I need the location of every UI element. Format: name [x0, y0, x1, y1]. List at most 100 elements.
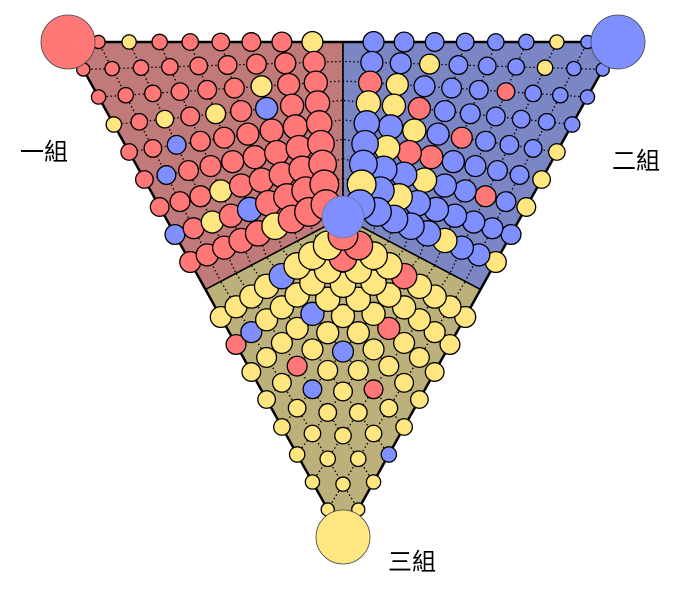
member-node-group-1 [225, 333, 247, 356]
grid-line [266, 256, 405, 428]
member-node-group-1 [199, 154, 222, 178]
group-hub-2 [590, 14, 646, 70]
member-node-group-3 [419, 53, 441, 75]
member-node-group-1 [264, 139, 290, 166]
grid-line [113, 99, 344, 126]
member-node-group-1 [474, 185, 497, 208]
center-node [321, 195, 365, 239]
member-node-group-1 [230, 99, 253, 123]
member-node-group-3 [532, 170, 552, 189]
member-node-group-2 [424, 32, 445, 52]
member-node-group-2 [566, 60, 582, 77]
member-node-group-1 [90, 89, 107, 105]
member-node-group-2 [254, 96, 279, 121]
member-node-group-3 [105, 116, 123, 133]
member-node-group-2 [380, 446, 398, 463]
member-node-group-3 [330, 303, 356, 329]
member-node-group-2 [362, 30, 385, 54]
member-node-group-2 [426, 122, 450, 146]
member-node-group-3 [408, 346, 430, 369]
grid-line [434, 41, 527, 266]
member-node-group-2 [495, 191, 517, 213]
member-node-group-1 [189, 185, 212, 208]
member-node-group-3 [270, 331, 293, 355]
grid-line [342, 99, 573, 126]
member-node-group-3 [304, 474, 321, 490]
member-node-group-3 [121, 34, 137, 50]
grid-line [449, 41, 558, 274]
member-node-group-3 [385, 72, 409, 97]
member-node-group-2 [523, 138, 543, 158]
member-node-group-1 [213, 126, 236, 149]
grid-line [311, 273, 451, 483]
member-node-group-3 [361, 301, 386, 327]
member-node-group-3 [335, 476, 351, 492]
member-node-group-1 [271, 31, 293, 53]
grid-line [83, 60, 344, 71]
member-node-group-2 [511, 109, 531, 129]
member-node-group-2 [331, 340, 355, 363]
member-node-group-1 [169, 191, 191, 213]
member-node-group-3 [409, 390, 429, 409]
member-node-group-1 [241, 32, 262, 52]
member-node-group-3 [378, 355, 400, 377]
member-node-group-1 [407, 96, 432, 121]
member-node-group-3 [256, 346, 278, 369]
member-node-group-2 [389, 52, 412, 75]
member-node-group-2 [156, 165, 177, 186]
grid-line [464, 41, 589, 282]
member-node-group-1 [211, 32, 231, 52]
member-node-group-3 [319, 450, 337, 468]
grid-line [159, 41, 252, 266]
grid-line [342, 80, 588, 98]
member-node-group-3 [348, 403, 368, 422]
member-node-group-1 [181, 33, 200, 51]
member-node-group-2 [240, 321, 263, 344]
member-node-group-1 [149, 197, 170, 217]
member-node-group-2 [551, 86, 569, 104]
member-node-group-1 [245, 53, 267, 75]
member-node-group-1 [279, 93, 305, 118]
member-node-group-3 [381, 93, 407, 118]
member-node-group-2 [464, 154, 487, 178]
member-node-group-2 [166, 134, 187, 155]
member-node-group-1 [242, 144, 267, 170]
member-node-group-3 [301, 30, 324, 54]
member-node-group-3 [334, 426, 352, 445]
member-node-group-2 [563, 116, 581, 133]
grid-line [327, 281, 466, 510]
member-node-group-2 [302, 379, 323, 400]
grid-line [97, 41, 222, 282]
member-node-group-1 [180, 106, 201, 127]
member-node-group-3 [287, 398, 307, 418]
member-node-group-3 [317, 359, 339, 381]
member-node-group-1 [130, 112, 149, 131]
member-node-group-2 [441, 77, 463, 99]
member-node-group-1 [277, 72, 301, 97]
member-node-group-2 [300, 301, 325, 327]
member-node-group-2 [579, 89, 596, 105]
member-node-group-2 [164, 223, 186, 246]
member-node-group-2 [360, 50, 384, 74]
group-label-1: 一組 [20, 138, 68, 166]
member-node-group-1 [450, 126, 473, 149]
member-node-group-1 [221, 149, 245, 174]
member-node-group-3 [424, 362, 445, 382]
member-node-group-1 [496, 82, 516, 102]
member-node-group-1 [419, 144, 444, 170]
member-node-group-3 [271, 372, 292, 393]
member-node-group-1 [236, 122, 260, 146]
member-node-group-1 [170, 82, 190, 102]
member-node-group-3 [316, 321, 340, 345]
member-node-group-1 [134, 170, 154, 189]
member-node-group-1 [259, 118, 284, 143]
member-node-group-3 [402, 118, 427, 143]
member-node-group-3 [516, 197, 537, 217]
member-node-group-3 [379, 398, 399, 418]
member-node-group-3 [273, 418, 291, 436]
group-label-2: 二組 [612, 147, 660, 175]
member-node-group-2 [500, 223, 522, 246]
member-node-group-3 [346, 321, 370, 345]
member-node-group-3 [393, 331, 416, 355]
